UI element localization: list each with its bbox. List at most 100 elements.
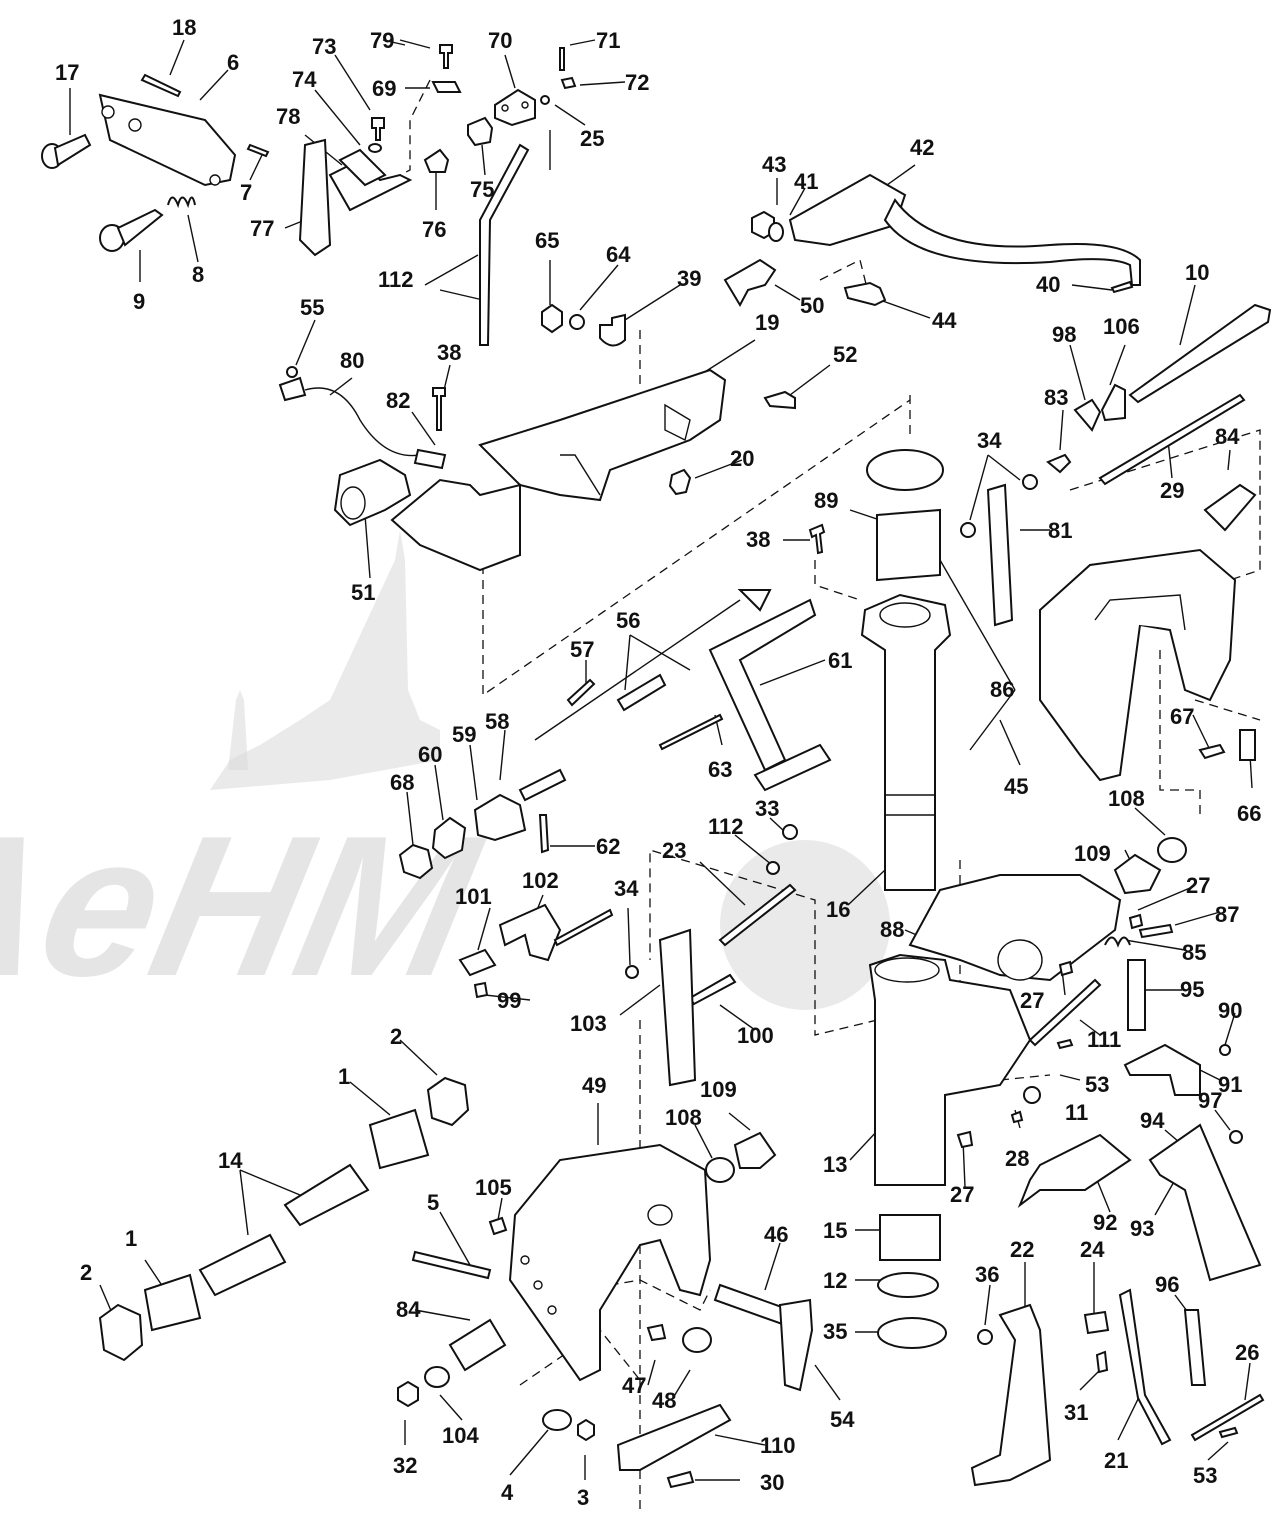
part-49-stern-bracket bbox=[508, 1143, 712, 1382]
part-39-clip bbox=[599, 313, 626, 347]
callout-30: 30 bbox=[760, 1470, 784, 1495]
callout-79: 79 bbox=[370, 28, 394, 53]
part-85-spring bbox=[1104, 936, 1131, 948]
part-74-washer bbox=[368, 143, 382, 153]
part-72-screw bbox=[560, 76, 577, 90]
callout-34-top: 34 bbox=[977, 428, 1002, 453]
part-27-screw-c bbox=[956, 1130, 974, 1149]
callout-105: 105 bbox=[475, 1175, 512, 1200]
part-40-pin bbox=[1110, 280, 1134, 294]
part-1-bushing-b bbox=[143, 1273, 202, 1332]
callout-76: 76 bbox=[422, 217, 446, 242]
part-12-ring bbox=[877, 1272, 939, 1298]
callout-2-top: 2 bbox=[390, 1024, 402, 1049]
callout-97: 97 bbox=[1198, 1088, 1222, 1113]
callout-20: 20 bbox=[730, 446, 754, 471]
callout-86: 86 bbox=[990, 677, 1014, 702]
part-15-bushing bbox=[879, 1214, 941, 1261]
part-34-washer-c bbox=[625, 965, 639, 979]
part-99-screw bbox=[473, 981, 489, 999]
part-16-swivel-tube bbox=[860, 593, 952, 891]
callout-108-top: 108 bbox=[1108, 786, 1145, 811]
part-84-bushing-low bbox=[448, 1318, 507, 1372]
callout-26: 26 bbox=[1235, 1340, 1259, 1365]
callout-83: 83 bbox=[1044, 385, 1068, 410]
callout-75: 75 bbox=[470, 177, 494, 202]
watermark-text: AeHM bbox=[0, 794, 497, 1017]
part-109-bushing-a bbox=[1113, 853, 1162, 895]
callout-7: 7 bbox=[240, 180, 252, 205]
part-104-washer bbox=[424, 1366, 450, 1388]
part-25-washer bbox=[540, 95, 550, 105]
callout-49: 49 bbox=[582, 1073, 606, 1098]
callout-13: 13 bbox=[823, 1152, 847, 1177]
callout-101: 101 bbox=[455, 884, 492, 909]
callout-6: 6 bbox=[227, 50, 239, 75]
part-34-washer-a bbox=[1022, 474, 1038, 490]
part-65-nut bbox=[541, 303, 563, 334]
part-50-clip bbox=[723, 258, 777, 308]
part-66-clip bbox=[1239, 729, 1256, 761]
callout-46: 46 bbox=[764, 1222, 788, 1247]
callout-36: 36 bbox=[975, 1262, 999, 1287]
part-57-wire bbox=[566, 678, 596, 707]
callout-100: 100 bbox=[737, 1023, 774, 1048]
part-51-housing bbox=[333, 458, 521, 572]
part-75-knob bbox=[467, 116, 494, 147]
callout-8: 8 bbox=[192, 262, 204, 287]
callout-70: 70 bbox=[488, 28, 512, 53]
part-11-washer bbox=[1023, 1086, 1041, 1104]
callout-108-low: 108 bbox=[665, 1105, 702, 1130]
part-54-lever bbox=[778, 1298, 814, 1392]
callout-55: 55 bbox=[300, 295, 324, 320]
part-35-bushing bbox=[877, 1317, 947, 1349]
part-8-spring bbox=[167, 196, 196, 209]
part-48-cap bbox=[682, 1327, 712, 1353]
callout-62: 62 bbox=[596, 834, 620, 859]
part-lever-pin bbox=[553, 908, 614, 947]
callout-28: 28 bbox=[1005, 1146, 1029, 1171]
callout-112-top: 112 bbox=[378, 267, 414, 292]
callout-106: 106 bbox=[1103, 314, 1140, 339]
callout-47: 47 bbox=[622, 1373, 646, 1398]
callout-84-low: 84 bbox=[396, 1297, 421, 1322]
callout-12: 12 bbox=[823, 1268, 847, 1293]
callout-38-top: 38 bbox=[437, 340, 461, 365]
part-41-washer bbox=[768, 222, 784, 242]
part-56-cable bbox=[534, 589, 772, 741]
part-18-cotter bbox=[140, 73, 182, 98]
callout-38-mid: 38 bbox=[746, 527, 770, 552]
callout-65: 65 bbox=[535, 228, 559, 253]
callout-10: 10 bbox=[1185, 260, 1209, 285]
part-79-screw bbox=[439, 44, 453, 69]
callout-22: 22 bbox=[1010, 1237, 1034, 1262]
callout-51: 51 bbox=[351, 580, 375, 605]
callout-85: 85 bbox=[1182, 940, 1206, 965]
part-29-rod bbox=[1098, 393, 1246, 486]
part-70-plate bbox=[494, 88, 536, 127]
part-47-screw bbox=[646, 1323, 667, 1342]
callout-90: 90 bbox=[1218, 998, 1242, 1023]
callout-21: 21 bbox=[1104, 1448, 1128, 1473]
part-10-tilt-rod bbox=[1128, 303, 1272, 404]
part-108-washer-b bbox=[705, 1157, 735, 1183]
part-2-nut-a bbox=[426, 1076, 470, 1127]
callout-66: 66 bbox=[1237, 801, 1261, 826]
part-101-clip bbox=[458, 948, 497, 977]
part-5-bolt bbox=[411, 1250, 492, 1280]
part-63-wire bbox=[658, 713, 724, 751]
part-91-bracket bbox=[1123, 1043, 1201, 1096]
callout-16: 16 bbox=[826, 897, 850, 922]
callout-72: 72 bbox=[625, 70, 649, 95]
part-36-washer bbox=[977, 1329, 993, 1345]
callout-54: 54 bbox=[830, 1407, 855, 1432]
callout-63: 63 bbox=[708, 757, 732, 782]
part-21-rod bbox=[1118, 1288, 1172, 1446]
part-38-screw-mid bbox=[808, 523, 826, 555]
callout-61: 61 bbox=[828, 648, 852, 673]
callout-3: 3 bbox=[577, 1485, 589, 1510]
part-2-nut-b bbox=[98, 1303, 144, 1362]
part-1-bushing-a bbox=[368, 1108, 430, 1170]
part-69-clip bbox=[431, 81, 462, 93]
